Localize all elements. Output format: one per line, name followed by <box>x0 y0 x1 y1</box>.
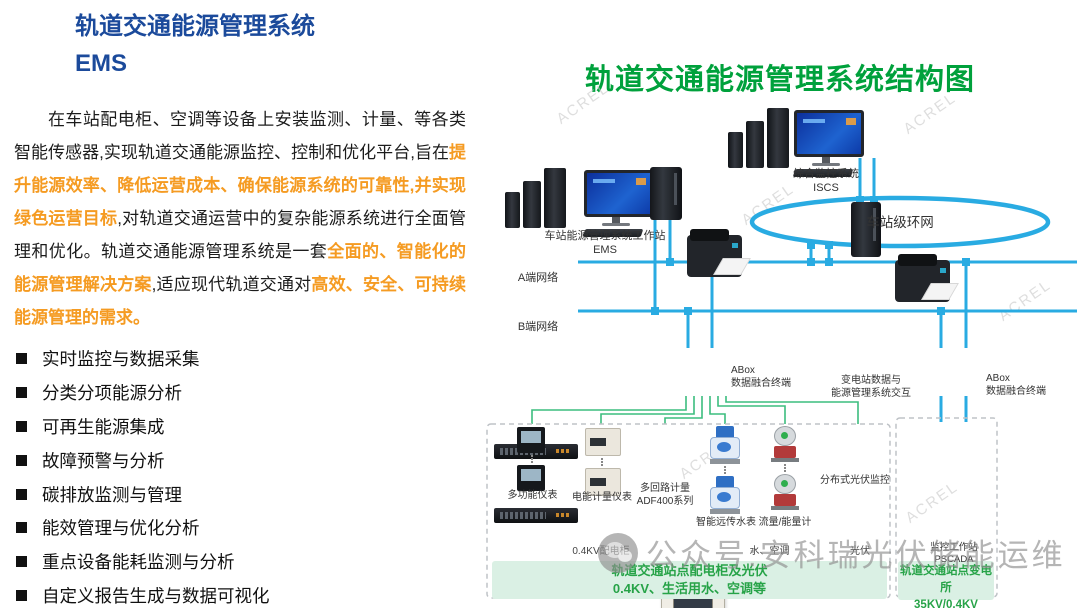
device-label: 智能远传水表 <box>696 517 756 528</box>
pscada-label: 监控工作站 PSCADA <box>930 542 978 566</box>
device-label: 流量/能量计 <box>758 517 812 528</box>
intro-seg: ,对轨道交通运营中的复杂能源系统进行全面管理和优化。轨道交通能源管理系统是一套 <box>14 209 466 261</box>
flow-meter-icon <box>770 426 800 510</box>
wechat-icon <box>598 532 638 573</box>
wechat-watermark: 公众号:安科瑞光伏储能运维 <box>598 530 1066 575</box>
zone-band-distribution: 轨道交通站点配电柜及光伏 0.4KV、生活用水、空调等 <box>492 561 887 599</box>
list-item: 碳排放监测与管理 <box>16 477 270 511</box>
page-subtitle: EMS <box>75 50 128 77</box>
iscs-label: 综合监控系统 ISCS <box>793 168 859 195</box>
list-item: 故障预警与分析 <box>16 443 270 477</box>
cyan-bus-lines <box>578 158 1077 422</box>
energy-meter-icon <box>585 428 621 496</box>
water-meter-icon <box>709 426 741 514</box>
ems-printer-icon <box>687 229 751 277</box>
bullet-square-icon <box>16 387 27 399</box>
device-label: 多功能仪表 <box>507 490 558 501</box>
ring-network-ellipse <box>749 195 1051 249</box>
bullet-label: 重点设备能耗监测与分析 <box>42 552 235 573</box>
zone-band-substation: 轨道交通站点变电所 35KV/0.4KV <box>898 561 994 608</box>
ring-network-label: 车站级环网 <box>866 215 934 230</box>
intro-paragraph: 在车站配电柜、空调等设备上安装监测、计量、等各类智能传感器,实现轨道交通能源监控… <box>14 103 466 334</box>
network-b-label: B端网络 <box>517 321 559 333</box>
network-switch-b-icon <box>494 508 578 523</box>
device-label: 多回路计量 ADF400系列 <box>636 483 694 507</box>
diagram-title: 轨道交通能源管理系统结构图 <box>584 64 975 96</box>
ems-workstation-label: 车站能源管理系统工作站 EMS <box>544 230 666 257</box>
list-item: 重点设备能耗监测与分析 <box>16 545 270 579</box>
bullet-square-icon <box>16 353 27 365</box>
iscs-tower-pc-icon <box>851 202 881 257</box>
iscs-printer-icon <box>895 254 959 302</box>
abox-left-label: ABox 数据融合终端 <box>731 365 791 389</box>
bullet-label: 可再生能源集成 <box>42 416 165 437</box>
iscs-monitor-icon <box>792 110 864 177</box>
bullet-square-icon <box>16 488 27 500</box>
zone-dashed-borders <box>486 417 998 599</box>
list-item: 实时监控与数据采集 <box>16 342 270 376</box>
bullet-square-icon <box>16 522 27 534</box>
bullet-square-icon <box>16 454 27 466</box>
list-item: 自定义报告生成与数据可视化 <box>16 579 270 608</box>
substation-interaction-label: 变电站数据与 能源管理系统交互 <box>831 375 911 399</box>
bullet-label: 碳排放监测与管理 <box>42 484 182 505</box>
sub-label-water-ac: 水、空调 <box>749 546 790 557</box>
feature-list: 实时监控与数据采集 分类分项能源分析 可再生能源集成 故障预警与分析 碳排放监测… <box>16 342 270 608</box>
multifunction-meter-icon <box>517 427 547 491</box>
green-field-lines <box>531 396 859 424</box>
intro-seg: 在车站配电柜、空调等设备上安装监测、计量、等各类智能传感器,实现轨道交通能源监控… <box>14 110 466 162</box>
wechat-watermark-text: 公众号:安科瑞光伏储能运维 <box>646 538 1066 573</box>
device-label: 分布式光伏监控 <box>820 475 890 486</box>
list-item: 分类分项能源分析 <box>16 376 270 410</box>
page-title: 轨道交通能源管理系统 <box>75 13 315 40</box>
list-item: 能效管理与优化分析 <box>16 511 270 545</box>
device-label: 电能计量仪表 <box>572 492 632 503</box>
bullet-label: 能效管理与优化分析 <box>42 518 200 539</box>
bullet-label: 实时监控与数据采集 <box>42 349 200 370</box>
ems-tower-pc-icon <box>650 167 682 220</box>
bullet-square-icon <box>16 556 27 568</box>
iscs-server-towers-icon <box>728 108 789 168</box>
intro-seg-highlight: 全面的、智能化的能源管理解决方案 <box>14 242 467 294</box>
network-wiring <box>486 158 1077 599</box>
list-item: 可再生能源集成 <box>16 410 270 444</box>
ems-server-towers-icon <box>505 168 566 228</box>
intro-seg-highlight: 高效、安全、可持续能源管理的需求。 <box>14 275 466 327</box>
bullet-square-icon <box>16 589 27 601</box>
bullet-label: 自定义报告生成与数据可视化 <box>42 585 270 606</box>
network-a-label: A端网络 <box>517 272 559 284</box>
sub-label-pv: 光伏 <box>850 546 870 557</box>
intro-seg: ,适应现代轨道交通对 <box>151 275 312 294</box>
abox-right-label: ABox 数据融合终端 <box>986 373 1046 397</box>
bullet-label: 故障预警与分析 <box>42 450 165 471</box>
intro-seg-highlight: 提升能源效率、降低运营成本、确保能源系统的可靠性,并实现绿色运营目标 <box>14 143 466 228</box>
bullet-square-icon <box>16 420 27 432</box>
ems-monitor-icon <box>582 170 654 237</box>
bullet-label: 分类分项能源分析 <box>42 383 182 404</box>
